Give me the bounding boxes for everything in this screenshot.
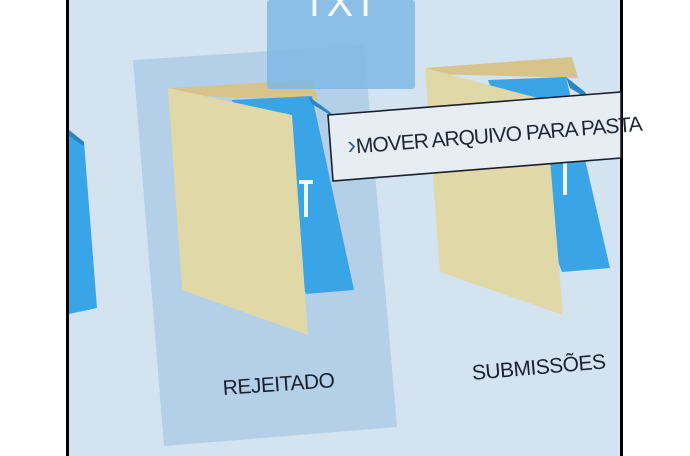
folder-back-panel xyxy=(425,57,578,78)
folder-rejeitado[interactable] xyxy=(168,80,354,335)
txt-file-label: TXT xyxy=(302,0,378,25)
frame-right-border xyxy=(620,0,623,456)
frame-left-border xyxy=(66,0,69,456)
folder-icon xyxy=(168,88,308,335)
txt-file-icon xyxy=(267,0,415,89)
move-to-folder-tooltip xyxy=(327,91,622,182)
folder-partial-left[interactable] xyxy=(69,130,97,314)
chevron-right-icon: › xyxy=(346,129,357,160)
file-icon xyxy=(69,130,97,314)
dragged-txt-file[interactable]: TXT xyxy=(267,0,415,89)
